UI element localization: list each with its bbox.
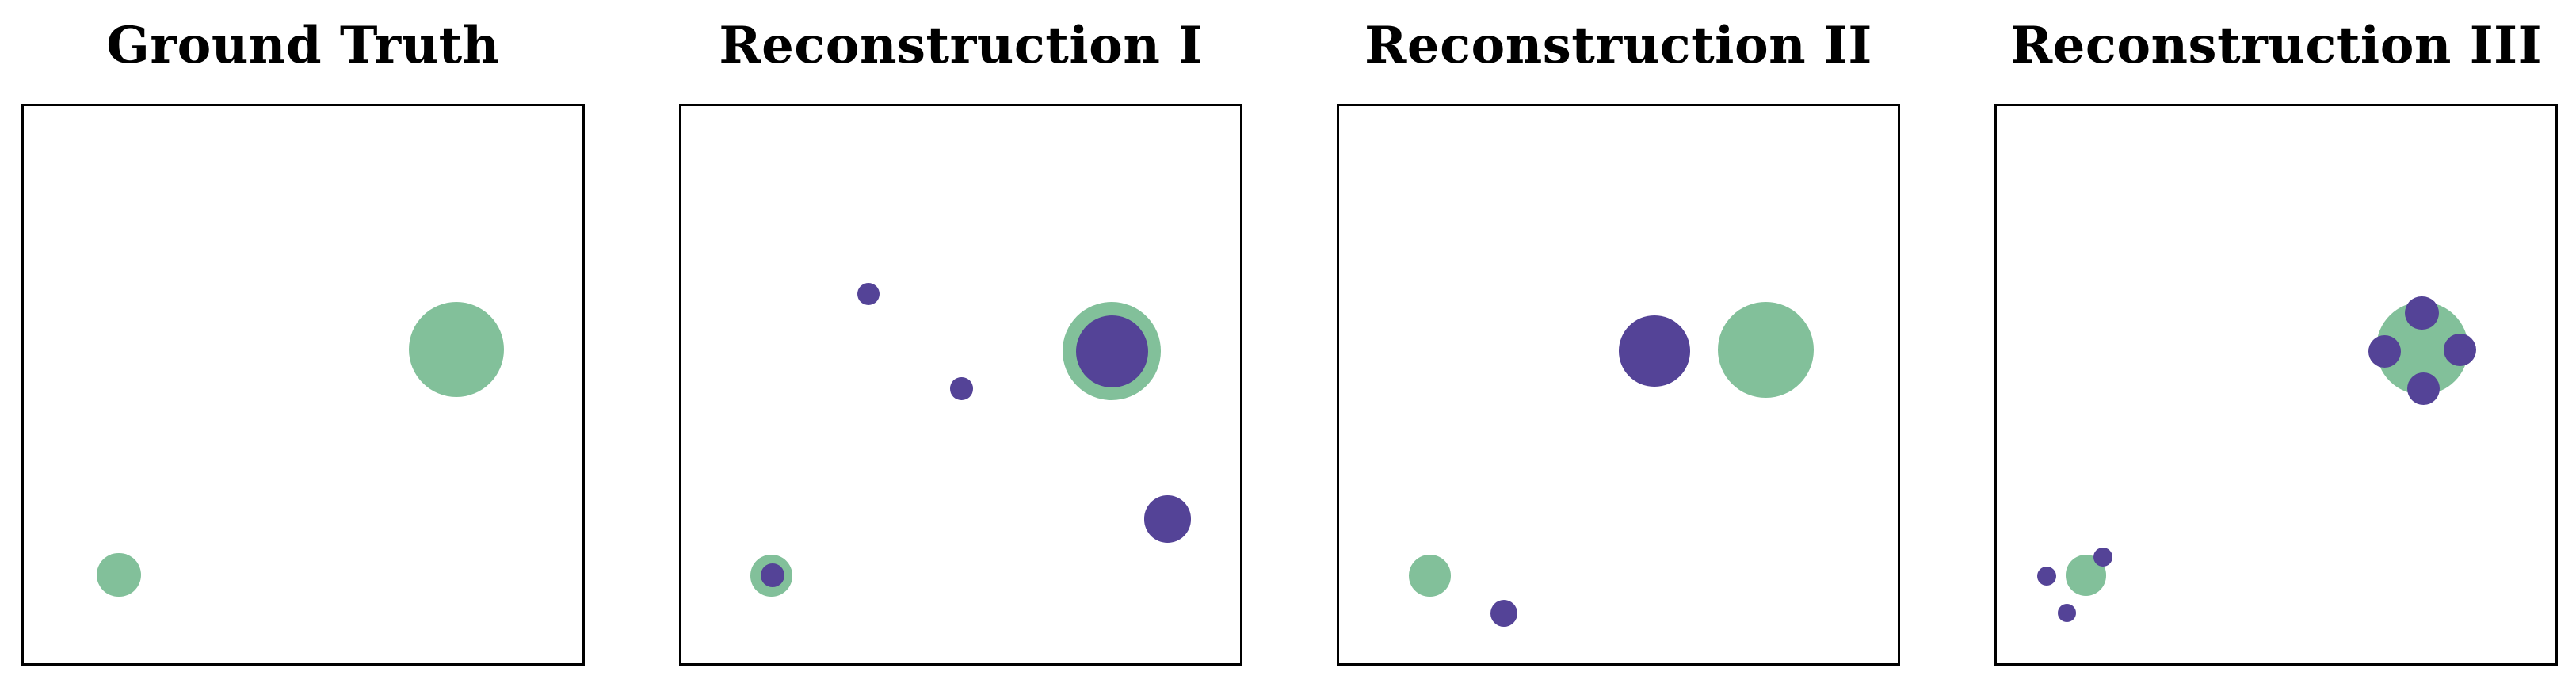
panel-title: Ground Truth bbox=[106, 16, 500, 75]
panel-reconstruction-i: Reconstruction I bbox=[679, 0, 1242, 691]
panel-title: Reconstruction II bbox=[1364, 16, 1872, 75]
green-scatter-point bbox=[1717, 302, 1814, 399]
plot-area bbox=[1337, 104, 1900, 666]
purple-scatter-point bbox=[2057, 604, 2076, 622]
plot-area bbox=[21, 104, 585, 666]
purple-scatter-point bbox=[950, 377, 973, 400]
purple-scatter-point bbox=[761, 563, 785, 587]
plot-area bbox=[1994, 104, 2558, 666]
purple-scatter-point bbox=[2368, 335, 2402, 368]
purple-scatter-point bbox=[2443, 334, 2477, 367]
purple-scatter-point bbox=[2093, 547, 2112, 567]
panel-title: Reconstruction I bbox=[719, 16, 1203, 75]
purple-scatter-point bbox=[1075, 315, 1148, 387]
purple-scatter-point bbox=[857, 282, 880, 306]
green-scatter-point bbox=[1409, 555, 1451, 597]
panel-reconstruction-iii: Reconstruction III bbox=[1994, 0, 2558, 691]
plot-area bbox=[679, 104, 1242, 666]
panel-title: Reconstruction III bbox=[2009, 16, 2543, 75]
purple-scatter-point bbox=[1143, 495, 1192, 543]
purple-scatter-point bbox=[2037, 566, 2057, 586]
panel-ground-truth: Ground Truth bbox=[21, 0, 585, 691]
green-scatter-point bbox=[97, 552, 141, 597]
panel-reconstruction-ii: Reconstruction II bbox=[1337, 0, 1900, 691]
purple-scatter-point bbox=[1619, 315, 1690, 387]
purple-scatter-point bbox=[1490, 600, 1518, 628]
purple-scatter-point bbox=[2406, 372, 2440, 406]
purple-scatter-point bbox=[2405, 296, 2440, 330]
green-scatter-point bbox=[408, 301, 505, 398]
